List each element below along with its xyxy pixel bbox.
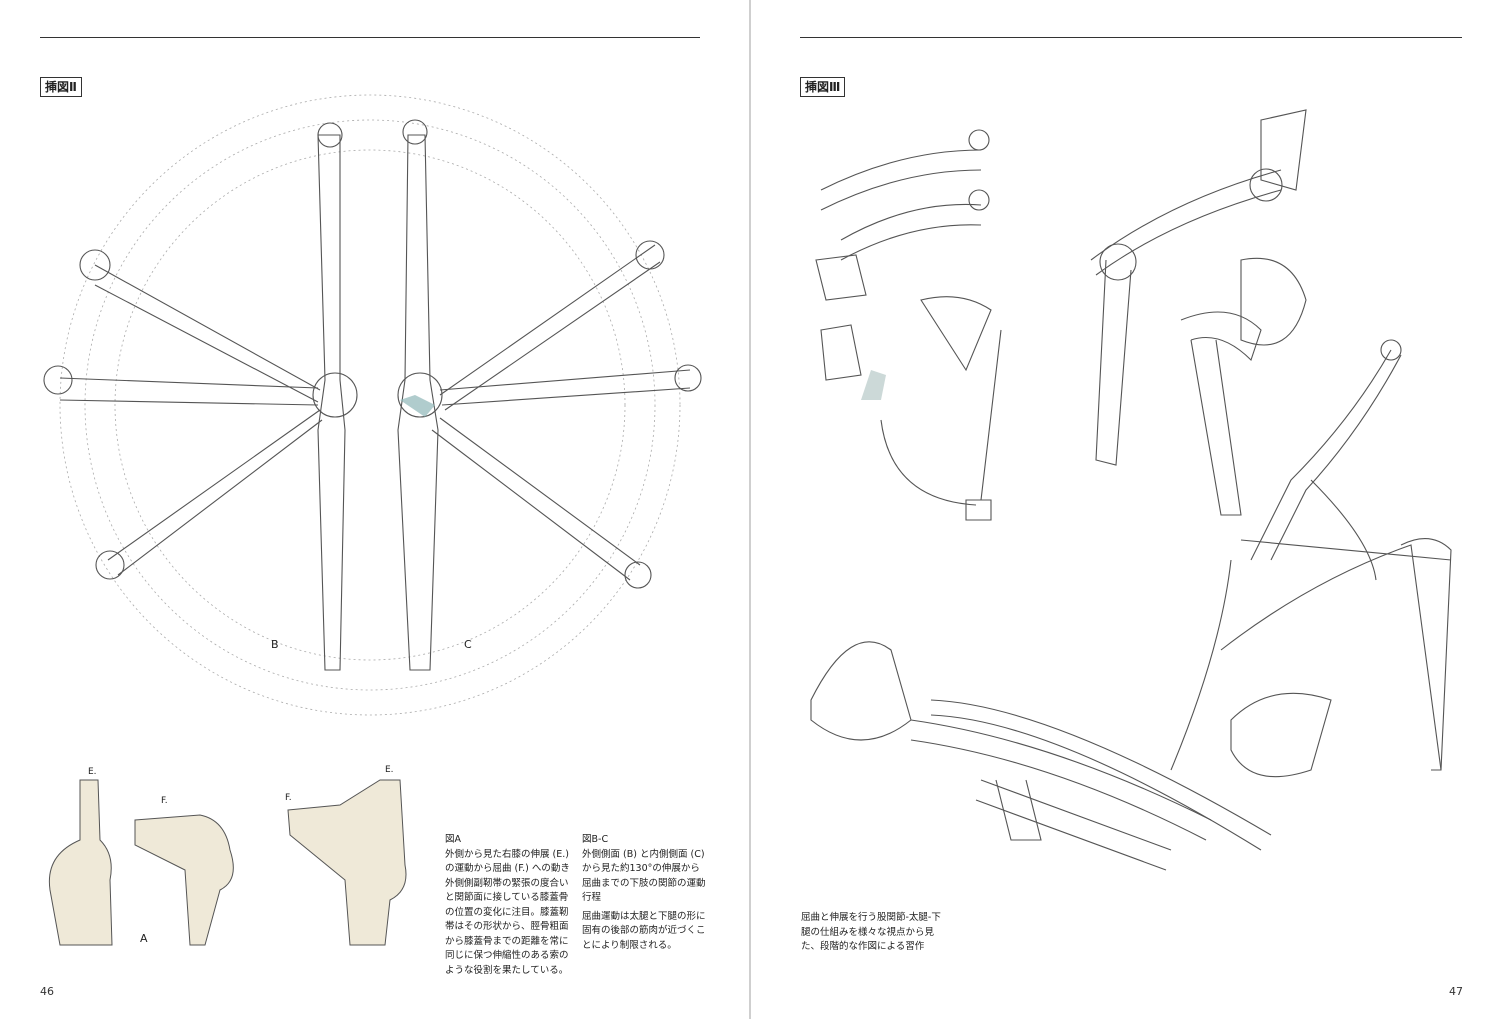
label-extension-2: E. [385, 765, 394, 775]
header-rule [40, 37, 700, 38]
label-extension-1: E. [88, 767, 97, 777]
caption-bc-body1: 外側側面 (B) と内側側面 (C) から見た約130°の伸展から屈曲までの下肢… [582, 848, 706, 904]
illustration-hip-studies [810, 109, 1452, 871]
gutter [749, 0, 751, 1019]
label-flexion-2: F. [285, 793, 292, 803]
left-page: 挿図Ⅱ [0, 0, 749, 1019]
figure-label-c: C [464, 638, 472, 651]
header-rule [800, 37, 1462, 38]
illustration-knee-sequence [48, 779, 407, 946]
illustration-leg-rotation [43, 94, 702, 716]
caption-a-body: 外側から見た右膝の伸展 (E.) の運動から屈曲 (F.) への動き外側側副靭帯… [445, 848, 570, 976]
caption-figure-bc: 図B-C 外側側面 (B) と内側側面 (C) から見た約130°の伸展から屈曲… [582, 833, 706, 953]
caption-bc-title: 図B-C [582, 834, 609, 845]
figure-tag: 挿図Ⅱ [40, 77, 82, 97]
right-page: 挿図Ⅲ [751, 0, 1500, 1019]
caption-figure-3: 屈曲と伸展を行う股関節-太腿-下腿の仕組みを様々な視点から見た、段階的な作図によ… [801, 911, 941, 955]
figure-label-a: A [140, 932, 148, 945]
caption-bc-body2: 屈曲運動は太腿と下腿の形に固有の後部の筋肉が近づくことにより制限される。 [582, 910, 706, 951]
caption-figure-a: 図A 外側から見た右膝の伸展 (E.) の運動から屈曲 (F.) への動き外側側… [445, 833, 573, 978]
page-number: 46 [40, 985, 54, 998]
page-number: 47 [1449, 985, 1463, 998]
caption-body: 屈曲と伸展を行う股関節-太腿-下腿の仕組みを様々な視点から見た、段階的な作図によ… [801, 912, 941, 952]
label-flexion-1: F. [161, 796, 168, 806]
caption-a-title: 図A [445, 834, 461, 845]
figure-label-b: B [271, 638, 279, 651]
figure-tag: 挿図Ⅲ [800, 77, 846, 97]
